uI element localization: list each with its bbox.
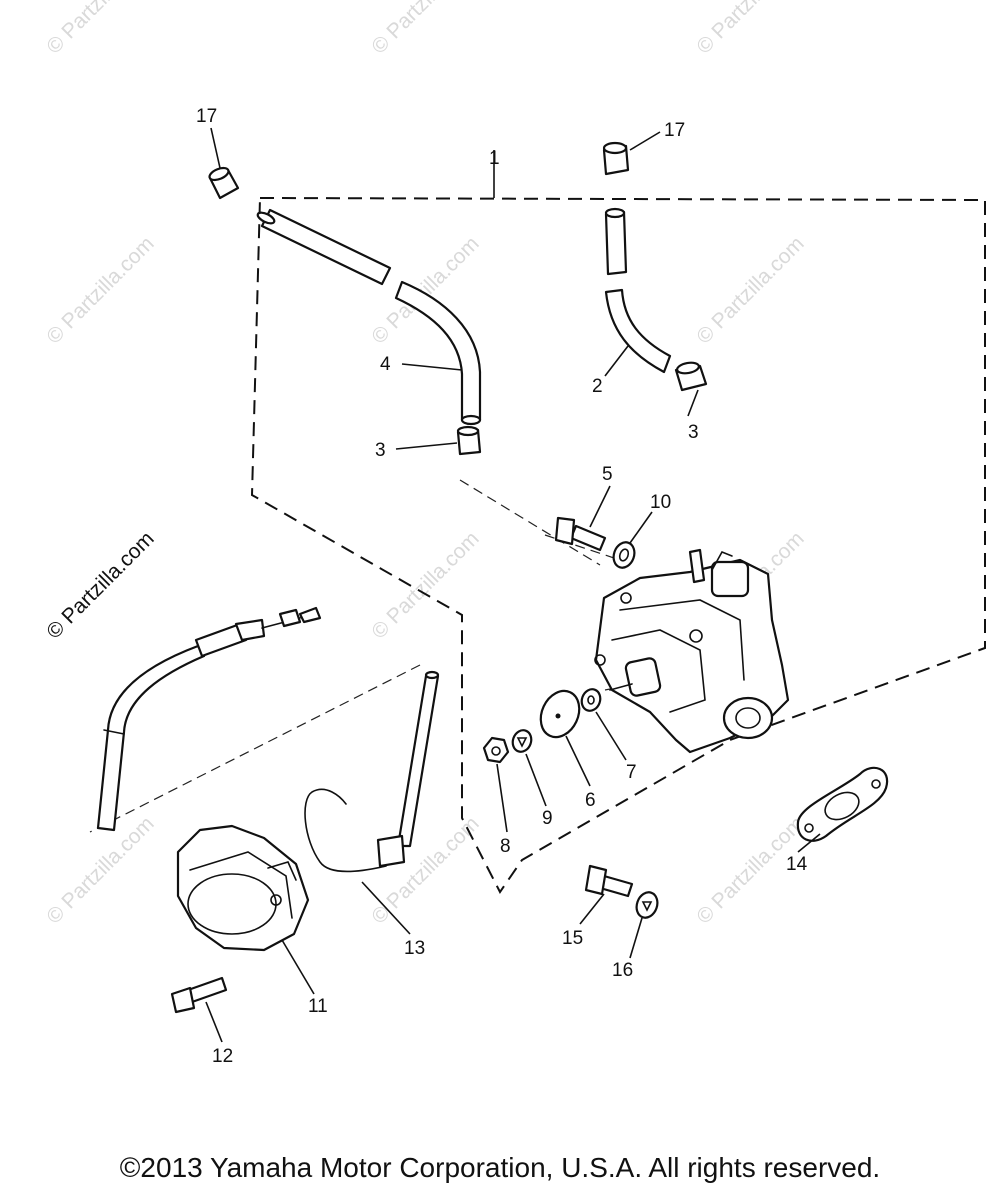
callout-11: 11 (308, 996, 328, 1017)
cable-13 (304, 670, 440, 873)
cover-11 (176, 824, 310, 952)
gear-6 (539, 689, 581, 739)
oil-pump-body (594, 548, 790, 754)
nut-8 (482, 736, 510, 764)
watermark: © Partzilla.com (42, 812, 158, 928)
leader-16 (629, 917, 643, 959)
callout-8: 8 (500, 836, 511, 857)
leader-9 (525, 753, 547, 807)
callout-17: 17 (664, 120, 685, 141)
watermark: © Partzilla.com (42, 527, 158, 643)
assembly-boundary (250, 196, 986, 894)
callout-12: 12 (212, 1046, 233, 1067)
leader-12 (205, 1001, 223, 1043)
copyright-footer: ©2013 Yamaha Motor Corporation, U.S.A. A… (119, 1152, 881, 1183)
leader-7 (595, 711, 627, 761)
washer-7 (580, 688, 602, 712)
watermark: © Partzilla.com (692, 0, 808, 59)
leader-10 (629, 511, 653, 544)
washer-10 (612, 541, 636, 569)
leader-15 (579, 893, 605, 925)
watermark: © Partzilla.com (367, 527, 483, 643)
alignment-line (544, 534, 621, 561)
washer-9 (511, 729, 533, 753)
bolt-5 (554, 516, 607, 552)
watermark: © Partzilla.com (367, 0, 483, 59)
callout-7: 7 (626, 762, 637, 783)
leader-2 (604, 345, 629, 377)
watermark: © Partzilla.com (692, 232, 808, 348)
leader-17-right (629, 131, 661, 151)
alignment-line (459, 479, 601, 566)
alignment-line (89, 664, 421, 833)
leader-13 (361, 881, 411, 935)
callout-3: 3 (375, 440, 386, 461)
leader-4 (401, 363, 463, 371)
cable-harness (96, 606, 322, 832)
callout-1: 1 (489, 148, 500, 169)
callout-10: 10 (650, 492, 671, 513)
callout-3: 3 (688, 422, 699, 443)
hose-2 (604, 207, 672, 374)
leader-14 (797, 833, 821, 853)
watermark: © Partzilla.com (42, 0, 158, 59)
watermark: © Partzilla.com (42, 232, 158, 348)
callout-13: 13 (404, 938, 425, 959)
callout-5: 5 (602, 464, 613, 485)
leader-3-right (687, 389, 699, 417)
callout-labels: 1 2 3 3 4 5 6 7 8 9 10 11 12 13 14 15 16… (196, 106, 808, 1067)
bolt-15 (584, 864, 634, 898)
hose-4 (256, 208, 482, 426)
cap-17-left (208, 166, 240, 200)
callout-14: 14 (786, 854, 808, 875)
gasket-14 (796, 766, 889, 842)
leader-5 (589, 485, 611, 528)
callout-15: 15 (562, 928, 583, 949)
bolt-12 (170, 976, 228, 1014)
leader-11 (281, 939, 315, 995)
leader-6 (565, 735, 591, 787)
callout-9: 9 (542, 808, 553, 829)
clamp-3-left (456, 425, 482, 456)
callout-16: 16 (612, 960, 633, 981)
watermarks: © Partzilla.com © Partzilla.com © Partzi… (42, 0, 808, 929)
callout-17: 17 (196, 106, 217, 127)
watermark: © Partzilla.com (367, 812, 483, 928)
leader-8 (496, 763, 508, 833)
cap-17-right (602, 141, 630, 176)
callout-2: 2 (592, 376, 603, 397)
callout-4: 4 (380, 354, 391, 375)
callout-6: 6 (585, 790, 596, 811)
clamp-3-right (674, 361, 708, 392)
washer-16 (635, 891, 659, 919)
leader-17-left (210, 127, 221, 169)
leader-3-left (395, 442, 458, 450)
